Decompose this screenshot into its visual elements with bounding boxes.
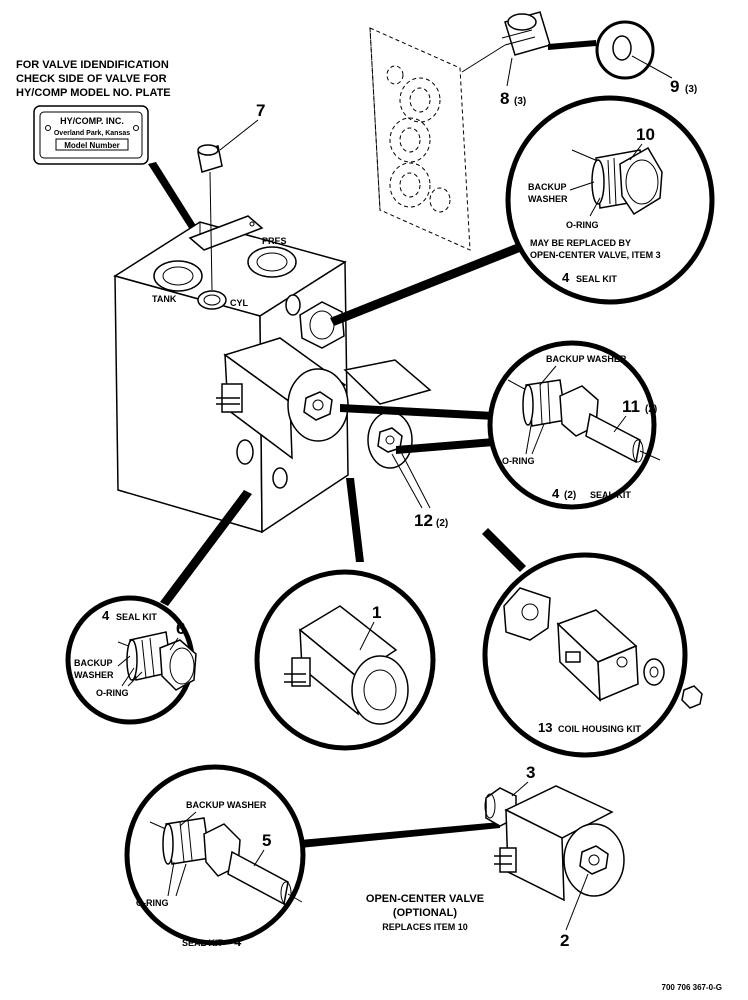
pres-port (247, 246, 297, 278)
note-line-3: HY/COMP MODEL NO. PLATE (16, 87, 171, 99)
plug-item-8 (461, 11, 551, 73)
item-10-backup-label: BACKUP (528, 182, 567, 192)
callout-4-top: 4 (562, 270, 570, 285)
seal-kit-label-bottom: SEAL KIT (182, 938, 223, 948)
open-center-replaces: REPLACES ITEM 10 (382, 922, 468, 932)
item-6-washer-label: WASHER (74, 670, 114, 680)
setscrew-item-7 (197, 144, 223, 291)
callout-9-qty: (3) (685, 84, 697, 95)
item-5-oring-label: O-RING (136, 898, 169, 908)
coil-housing-kit-label: COIL HOUSING KIT (558, 724, 641, 734)
leader-to-item-11b (396, 438, 494, 454)
block-side-plug (299, 301, 345, 349)
leader-to-item-5 (300, 822, 500, 848)
port-label-tank: TANK (152, 294, 177, 304)
leader-to-item-11a (340, 404, 494, 420)
cyl-port (197, 290, 227, 310)
callout-12-qty: (2) (436, 518, 448, 529)
cartridge-item-11 (507, 379, 661, 464)
solenoid-coil-item-1 (284, 605, 409, 725)
callout-1: 1 (372, 603, 381, 622)
cartridge-item-6 (117, 631, 197, 691)
solenoid-coil-on-block (216, 337, 349, 460)
callout-4-right: 4 (552, 486, 560, 501)
note-line-2: CHECK SIDE OF VALVE FOR (16, 73, 167, 85)
plate-line-1: HY/COMP. INC. (60, 116, 124, 126)
callout-4-left: 4 (102, 608, 110, 623)
callout-13: 13 (538, 720, 552, 735)
open-center-optional: (OPTIONAL) (393, 907, 457, 919)
leader-to-item-10 (330, 240, 530, 326)
drawing-number: 700 706 367-0-G (662, 983, 723, 992)
replaced-by-line-1: MAY BE REPLACED BY (530, 238, 631, 248)
item-5-backup-washer-label: BACKUP WASHER (186, 800, 267, 810)
coil-housing-on-block (343, 359, 432, 469)
port-label-pres: PRES (262, 236, 287, 246)
plug-to-oring-leader (548, 40, 596, 50)
callout-3: 3 (526, 763, 535, 782)
plate-recess (188, 215, 264, 251)
callout-11-qty: (2) (645, 404, 657, 415)
open-center-title: OPEN-CENTER VALVE (366, 893, 484, 905)
callout-10: 10 (636, 125, 655, 144)
callout-6: 6 (176, 619, 185, 638)
oring-item-9 (595, 20, 655, 80)
seal-kit-label-right: SEAL KIT (590, 490, 631, 500)
coil-housing-kit-item-13 (503, 587, 703, 709)
leader-to-item-6 (160, 490, 252, 606)
callout-9: 9 (670, 77, 679, 96)
callout-8-qty: (3) (514, 96, 526, 107)
cartridge-item-10 (571, 146, 663, 216)
callout-4-right-qty: (2) (564, 490, 576, 501)
callout-11: 11 (622, 397, 640, 416)
plate-leader (148, 162, 200, 236)
callout-4-bottom: 4 (234, 934, 242, 949)
seal-kit-label-left: SEAL KIT (116, 612, 157, 622)
item-10-oring-label: O-RING (566, 220, 599, 230)
manifold-outline (369, 27, 471, 251)
plate-line-3: Model Number (64, 141, 120, 150)
leader-to-item-1 (346, 478, 364, 562)
item-11-oring-label: O-RING (502, 456, 535, 466)
item-10-washer-label: WASHER (528, 194, 568, 204)
callout-12: 12 (414, 511, 433, 530)
seal-kit-label-top: SEAL KIT (576, 274, 617, 284)
callout-5: 5 (262, 831, 271, 850)
callout-8: 8 (500, 89, 509, 108)
item-11-backup-washer-label: BACKUP WASHER (546, 354, 627, 364)
callout-2: 2 (560, 931, 569, 950)
open-center-valve (484, 785, 625, 902)
note-line-1: FOR VALVE IDENDIFICATION (16, 59, 169, 71)
item-6-backup-label: BACKUP (74, 658, 113, 668)
callout-7: 7 (256, 101, 265, 120)
cartridge-item-5 (149, 817, 303, 906)
tank-port (153, 260, 203, 292)
port-label-cyl: CYL (230, 298, 249, 308)
item-6-oring-label: O-RING (96, 688, 129, 698)
model-plate: HY/COMP. INC. Overland Park, Kansas Mode… (33, 105, 149, 165)
replaced-by-line-2: OPEN-CENTER VALVE, ITEM 3 (530, 250, 661, 260)
plate-line-2: Overland Park, Kansas (54, 130, 130, 137)
leader-to-item-13 (482, 528, 526, 572)
